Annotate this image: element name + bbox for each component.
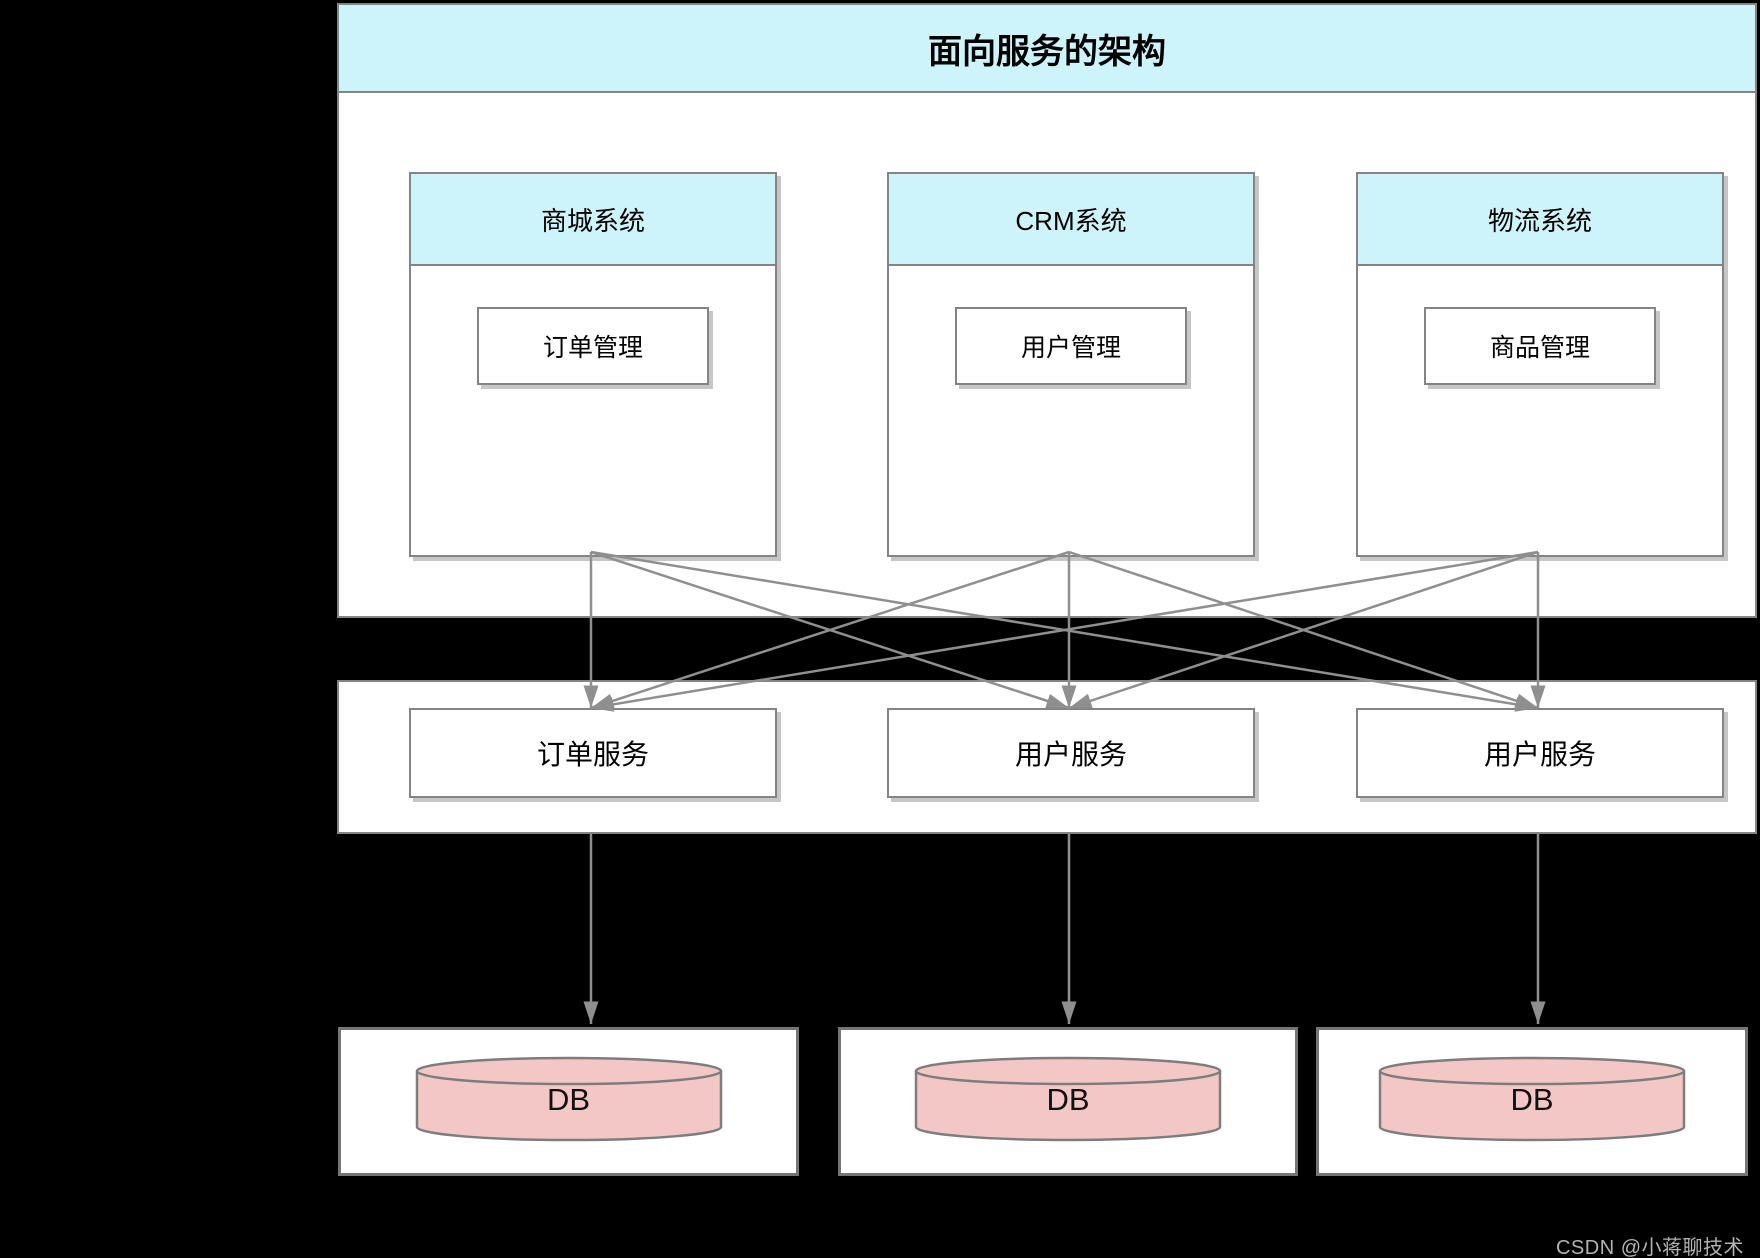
service-box-user-2: 用户服务 (1356, 708, 1724, 798)
database-cylinder-icon: DB (913, 1055, 1223, 1143)
system-box-crm-header: CRM系统 (887, 172, 1255, 266)
db-panel-2: DB (838, 1027, 1298, 1176)
database-cylinder-icon: DB (1377, 1055, 1687, 1143)
system-box-logistics: 物流系统 商品管理 (1356, 172, 1724, 557)
db-label: DB (546, 1081, 591, 1117)
module-box-product-management: 商品管理 (1424, 307, 1656, 385)
system-box-mall: 商城系统 订单管理 (409, 172, 777, 557)
watermark: CSDN @小蒋聊技术 (1555, 1237, 1744, 1258)
db-panel-3: DB (1316, 1027, 1748, 1176)
system-box-crm: CRM系统 用户管理 (887, 172, 1255, 557)
module-box-user-management: 用户管理 (955, 307, 1187, 385)
services-panel: 订单服务 用户服务 用户服务 (337, 680, 1757, 834)
service-box-order: 订单服务 (409, 708, 777, 798)
systems-panel: 面向服务的架构 商城系统 订单管理 CRM系统 用户管理 物流系统 商品管理 (337, 3, 1757, 618)
diagram-title: 面向服务的架构 (339, 5, 1755, 93)
db-panel-1: DB (338, 1027, 799, 1176)
db-label: DB (1046, 1081, 1090, 1117)
module-box-order-management: 订单管理 (477, 307, 709, 385)
service-to-db-arrows (583, 834, 1546, 1024)
db-label: DB (1510, 1081, 1554, 1117)
service-box-user-1: 用户服务 (887, 708, 1255, 798)
system-box-logistics-header: 物流系统 (1356, 172, 1724, 266)
system-box-mall-header: 商城系统 (409, 172, 777, 266)
database-cylinder-icon: DB (414, 1055, 724, 1143)
